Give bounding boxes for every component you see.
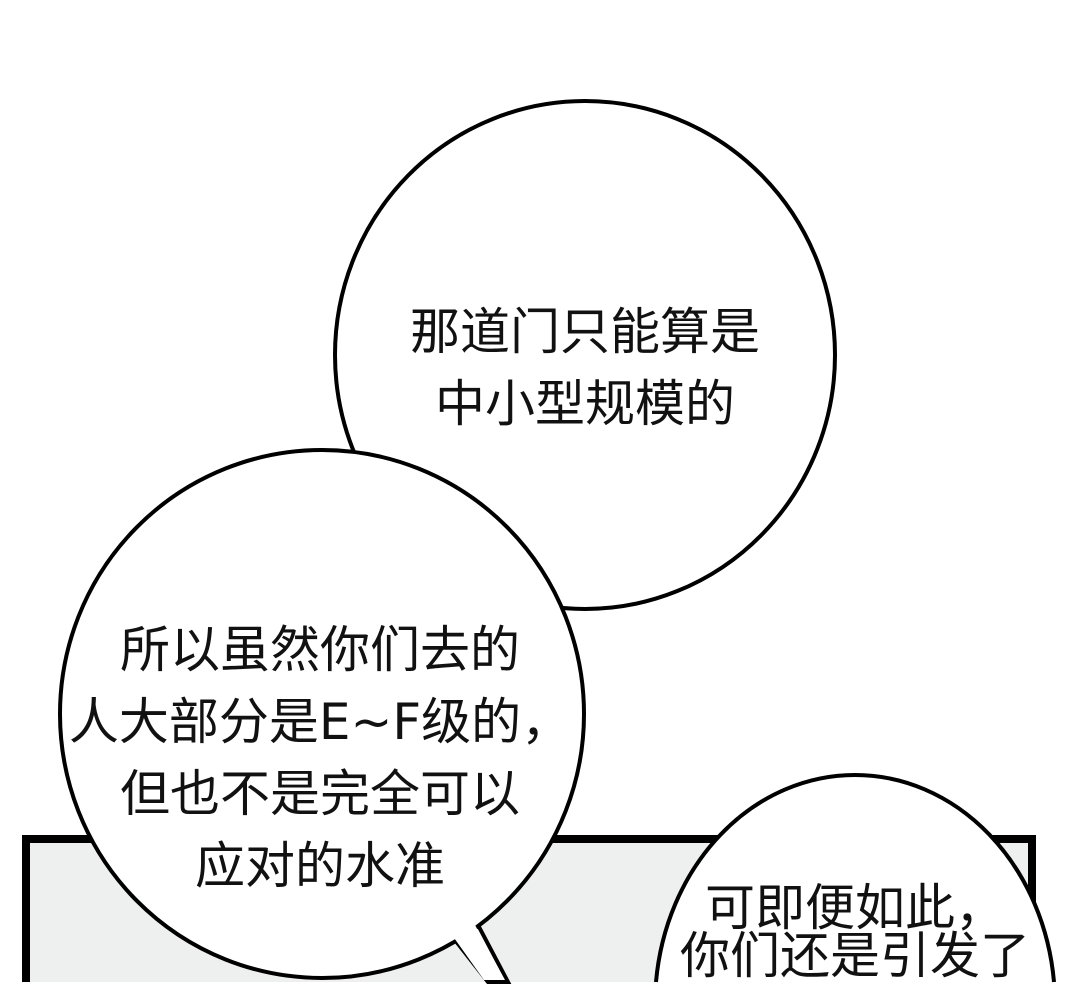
speech-bubble-right [654,772,1056,983]
text-line: 可即便如此， [705,879,1005,937]
speech-bubble-right-fill [656,774,1054,982]
bubble-top-text: 那道门只能算是 中小型规模的 [380,296,790,440]
text-line: 中小型规模的 [435,375,735,433]
speech-bubble-left [58,448,586,980]
text-line: 所以虽然你们去的 [120,621,520,679]
text-line: 但也不是完全可以 [120,765,520,823]
text-line: 那道门只能算是 [410,303,760,361]
text-line: 应对的水准 [195,837,445,895]
bubble-left-text: 所以虽然你们去的 人大部分是E~F级的， 但也不是完全可以 应对的水准 [60,614,580,902]
bubble-right-text: 可即便如此， 你们还是引发了 [660,879,1050,985]
text-line: 你们还是引发了 [680,927,1030,985]
speech-bubble-top [333,99,837,611]
text-line: 人大部分是E~F级的， [68,693,572,751]
